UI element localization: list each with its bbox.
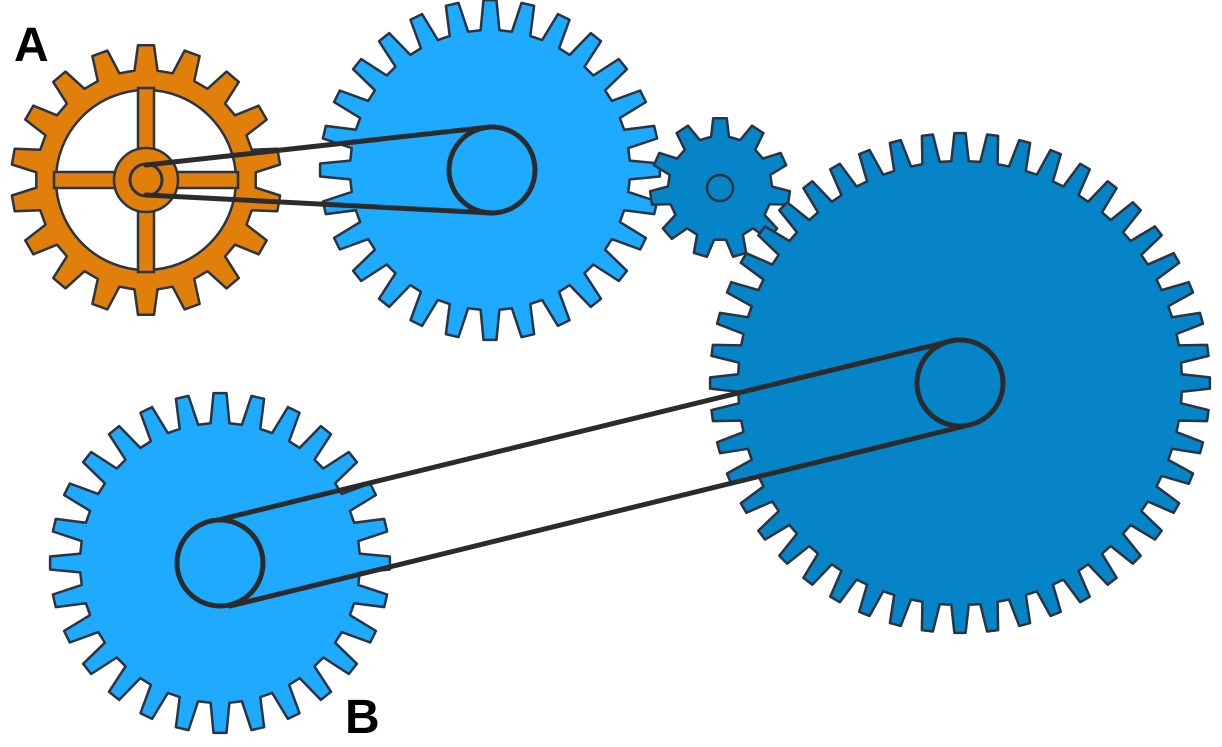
gear-b bbox=[48, 391, 392, 735]
gear-large-body bbox=[708, 131, 1212, 635]
gear-upper-middle-body bbox=[318, 0, 662, 342]
gear-small-hole bbox=[705, 173, 735, 203]
gear-a bbox=[10, 43, 282, 317]
belt-large-to-b-strand-1 bbox=[215, 337, 958, 523]
gear-b-body bbox=[48, 391, 392, 735]
gear-a-label: A bbox=[14, 19, 49, 72]
gear-a-hub-inner bbox=[128, 162, 164, 198]
gears-layer bbox=[10, 0, 1212, 735]
belts-layer bbox=[143, 124, 968, 609]
gear-large bbox=[708, 131, 1212, 635]
belt-a-to-upper-middle-top bbox=[143, 124, 493, 168]
gear-upper-middle bbox=[318, 0, 662, 342]
belt-large-to-b-strand-2 bbox=[227, 423, 968, 609]
gear-b-label: B bbox=[345, 691, 380, 744]
belt-a-to-upper-middle-bottom bbox=[143, 192, 495, 216]
